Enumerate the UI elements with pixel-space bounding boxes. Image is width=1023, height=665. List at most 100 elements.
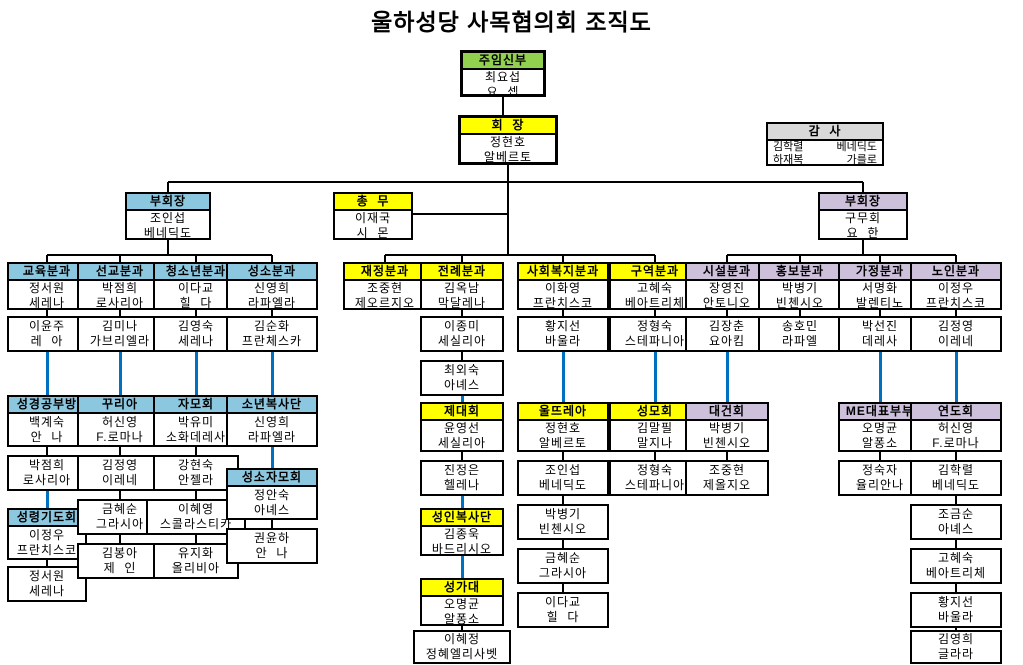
- connector-line: [46, 255, 48, 262]
- person-name: 신영희: [253, 414, 291, 429]
- connector-line: [195, 447, 197, 455]
- person-name: 최외숙: [443, 363, 481, 377]
- connector-line: [799, 310, 801, 316]
- connector-line: [461, 396, 464, 402]
- box-title: 성인복사단: [422, 510, 502, 527]
- connector-line: [271, 520, 273, 528]
- connector-line: [955, 628, 957, 630]
- person-name: 박선진: [861, 319, 899, 333]
- person-name: 장영진: [708, 281, 746, 295]
- person-name: 이다교: [177, 281, 215, 295]
- person-name: 박병기: [544, 507, 582, 521]
- connector-line: [654, 352, 657, 402]
- baptismal-name: 이레네: [937, 334, 975, 348]
- baptismal-name: 요아킴: [708, 334, 746, 348]
- connector-line: [955, 352, 958, 402]
- baptismal-name: 아녜스: [937, 522, 975, 536]
- connector-line: [726, 310, 728, 316]
- baptismal-name: 소화데레사: [165, 429, 227, 444]
- baptismal-name: 알퐁소: [861, 436, 899, 450]
- baptismal-name: 베네딕도: [836, 141, 877, 153]
- auditor-row: 김학렬 베네딕도: [768, 141, 882, 154]
- connector-line: [119, 535, 121, 543]
- baptismal-name: 베네딕도: [931, 478, 981, 492]
- person-name: 이화영: [544, 281, 582, 295]
- connector-line: [562, 540, 564, 548]
- person-name: 김옥남: [443, 281, 481, 295]
- box-title: 재정분과: [345, 264, 425, 281]
- baptismal-name: 베아트리체: [624, 296, 686, 310]
- person-name: 김장춘: [708, 319, 746, 333]
- person-name: 최요섭: [484, 70, 522, 84]
- baptismal-name: 스테파니아: [624, 334, 686, 348]
- person-name: 금혜순: [101, 502, 139, 516]
- box-title: 자모회: [155, 397, 237, 414]
- person-name: 김정영: [101, 458, 139, 472]
- person-name: 이정우: [937, 281, 975, 295]
- connector-line: [119, 255, 121, 262]
- box-title: 대건회: [687, 404, 767, 421]
- baptismal-name: 율리안나: [855, 478, 905, 492]
- connector-line: [461, 556, 464, 578]
- person-name: 박병기: [708, 421, 746, 435]
- box-title: 부회장: [127, 194, 209, 211]
- baptismal-name: 라파엘: [781, 334, 819, 348]
- person-name: 정형숙: [636, 319, 674, 333]
- connector-line: [879, 255, 881, 262]
- person-name: 황지선: [937, 595, 975, 609]
- person-name: 허신영: [937, 421, 975, 435]
- connector-line: [168, 181, 863, 183]
- person-name: 하재복: [773, 154, 804, 166]
- baptismal-name: 알베르토: [538, 436, 588, 450]
- baptismal-name: 힐 다: [546, 610, 580, 624]
- connector-line: [562, 352, 565, 402]
- baptismal-name: 안 나: [255, 546, 289, 560]
- person-name: 김학렬: [773, 141, 804, 153]
- baptismal-name: 안토니오: [702, 296, 752, 310]
- person-name: 김봉아: [101, 546, 139, 560]
- person-name: 정서원: [28, 569, 66, 583]
- connector-line: [955, 452, 957, 460]
- person-name: 이다교: [544, 595, 582, 609]
